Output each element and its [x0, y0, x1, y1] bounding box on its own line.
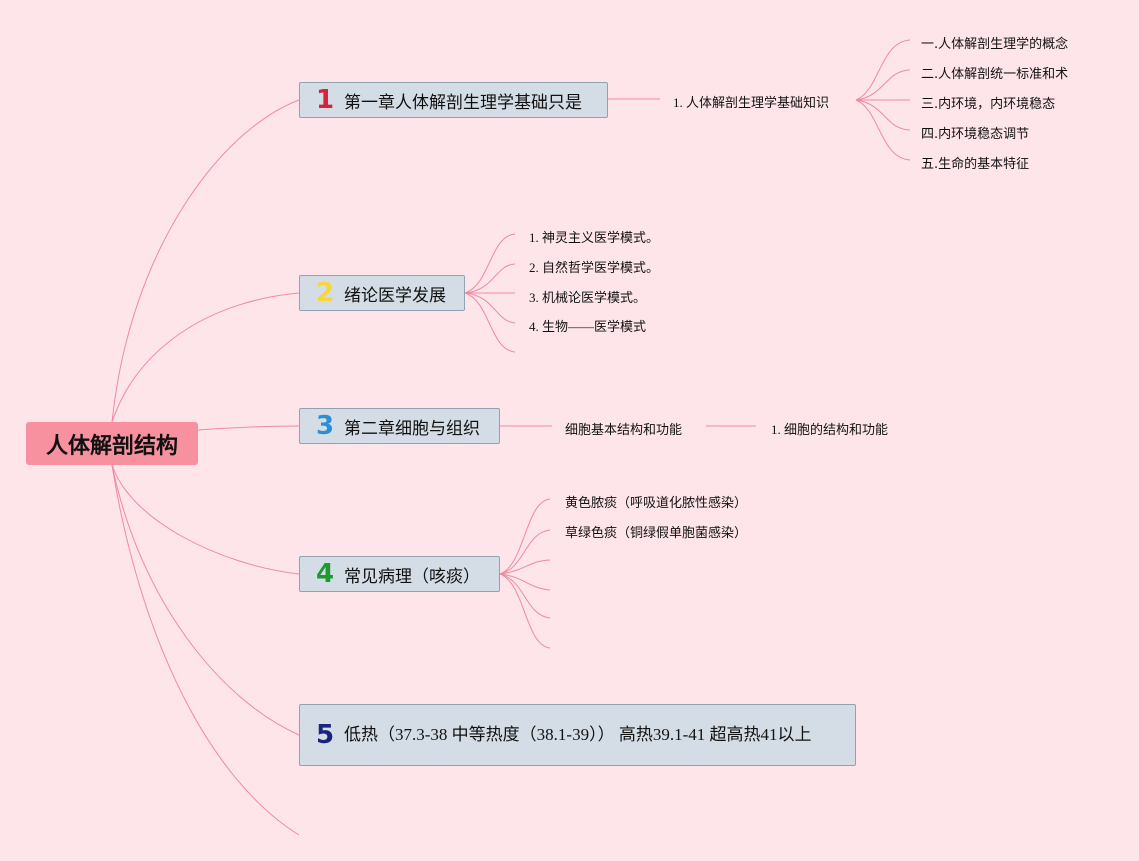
number-4-icon: 4: [316, 559, 335, 589]
branch-3-label: 第二章细胞与组织: [344, 418, 480, 439]
branch-4-item[interactable]: 草绿色痰（铜绿假单胞菌感染）: [565, 526, 748, 541]
branch-2[interactable]: 2 绪论医学发展: [299, 275, 465, 311]
number-3-icon: 3: [316, 411, 335, 441]
branch-1-subtopic[interactable]: 1. 人体解剖生理学基础知识: [673, 95, 830, 110]
branch-1-item[interactable]: 五.生命的基本特征: [921, 157, 1030, 172]
root-label: 人体解剖结构: [45, 433, 178, 459]
branch-3-subtopic[interactable]: 细胞基本结构和功能: [565, 423, 683, 438]
branch-1-item[interactable]: 四.内环境稳态调节: [921, 127, 1030, 142]
branch-2-item[interactable]: 2. 自然哲学医学模式。: [529, 260, 660, 275]
branch-4-label: 常见病理（咳痰）: [344, 566, 480, 587]
branch-3-item[interactable]: 1. 细胞的结构和功能: [771, 422, 889, 437]
root-topic[interactable]: 人体解剖结构: [26, 422, 198, 465]
number-5-icon: 5: [316, 720, 335, 750]
branch-4[interactable]: 4 常见病理（咳痰）: [299, 556, 500, 592]
branch-5-label: 低热（37.3-38 中等热度（38.1-39）） 高热39.1-41 超高热4…: [344, 725, 812, 744]
branch-1-label: 第一章人体解剖生理学基础只是: [344, 92, 582, 113]
branch-2-label: 绪论医学发展: [344, 285, 446, 306]
branch-2-item[interactable]: 4. 生物——医学模式: [529, 319, 647, 334]
number-1-icon: 1: [316, 85, 335, 115]
branch-1-item[interactable]: 一.人体解剖生理学的概念: [921, 37, 1069, 52]
branch-1[interactable]: 1 第一章人体解剖生理学基础只是: [299, 82, 608, 118]
branch-4-item[interactable]: 黄色脓痰（呼吸道化脓性感染）: [565, 496, 748, 511]
branch-2-item[interactable]: 3. 机械论医学模式。: [529, 290, 647, 305]
branch-1-item[interactable]: 三.内环境，内环境稳态: [921, 97, 1056, 112]
branch-2-item[interactable]: 1. 神灵主义医学模式。: [529, 230, 660, 245]
branch-1-item[interactable]: 二.人体解剖统一标准和术: [921, 67, 1069, 82]
number-2-icon: 2: [316, 278, 335, 308]
branch-5[interactable]: 5 低热（37.3-38 中等热度（38.1-39）） 高热39.1-41 超高…: [299, 704, 856, 766]
branch-3[interactable]: 3 第二章细胞与组织: [299, 408, 500, 444]
